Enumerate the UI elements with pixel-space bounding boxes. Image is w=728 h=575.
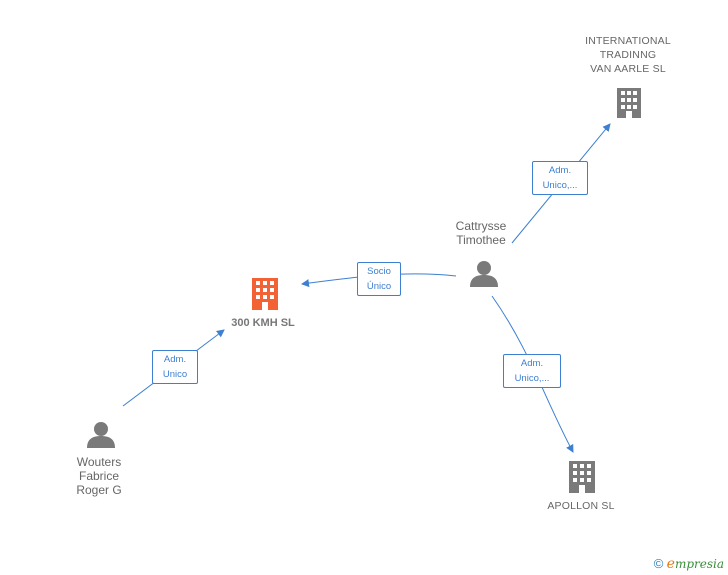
edge-label-cattrysse-apollon[interactable]: Adm. Unico,... (503, 354, 561, 388)
node-label-300kmh[interactable]: 300 KMH SL (213, 316, 313, 330)
copyright-icon: © (653, 556, 664, 571)
edge-label-wouters-kmh[interactable]: Adm. Unico (152, 350, 198, 384)
node-label-wouters[interactable]: Wouters Fabrice Roger G (59, 455, 139, 497)
edge-label-line: Adm. (548, 165, 572, 176)
building-icon (615, 86, 645, 118)
edge-label-cattrysse-intl[interactable]: Adm. Unico,... (532, 161, 588, 195)
edge-label-line: Unico,... (542, 180, 578, 191)
edge-label-line: Unico,... (514, 373, 550, 384)
node-label-apollon[interactable]: APOLLON SL (531, 499, 631, 513)
edge-label-line: Unico (162, 369, 188, 380)
label-line: INTERNATIONAL (585, 35, 671, 47)
edge-label-line: Adm. (520, 358, 544, 369)
person-icon (470, 261, 498, 287)
edge-label-line: Adm. (163, 354, 187, 365)
label-line: Timothee (456, 233, 506, 247)
label-line: Fabrice (78, 469, 119, 483)
brand-initial: e (666, 556, 675, 572)
label-line: 300 KMH SL (231, 317, 295, 329)
label-line: Cattrysse (455, 219, 507, 233)
node-label-international[interactable]: INTERNATIONAL TRADINNG VAN AARLE SL (568, 34, 688, 76)
label-line: TRADINNG (599, 49, 657, 61)
edge-label-line: Único (366, 281, 392, 292)
person-icon (87, 422, 115, 448)
edge-label-line: Socio (367, 266, 391, 277)
node-label-cattrysse[interactable]: Cattrysse Timothee (441, 219, 521, 247)
label-line: Roger G (76, 483, 122, 497)
edge-label-cattrysse-kmh[interactable]: Socio Único (357, 262, 401, 296)
brand-logo: © empresia (654, 556, 724, 572)
building-icon (569, 461, 595, 493)
building-icon (252, 278, 278, 310)
label-line: APOLLON SL (547, 500, 615, 512)
brand-rest: mpresia (674, 557, 724, 571)
label-line: VAN AARLE SL (590, 63, 666, 75)
label-line: Wouters (76, 455, 122, 469)
